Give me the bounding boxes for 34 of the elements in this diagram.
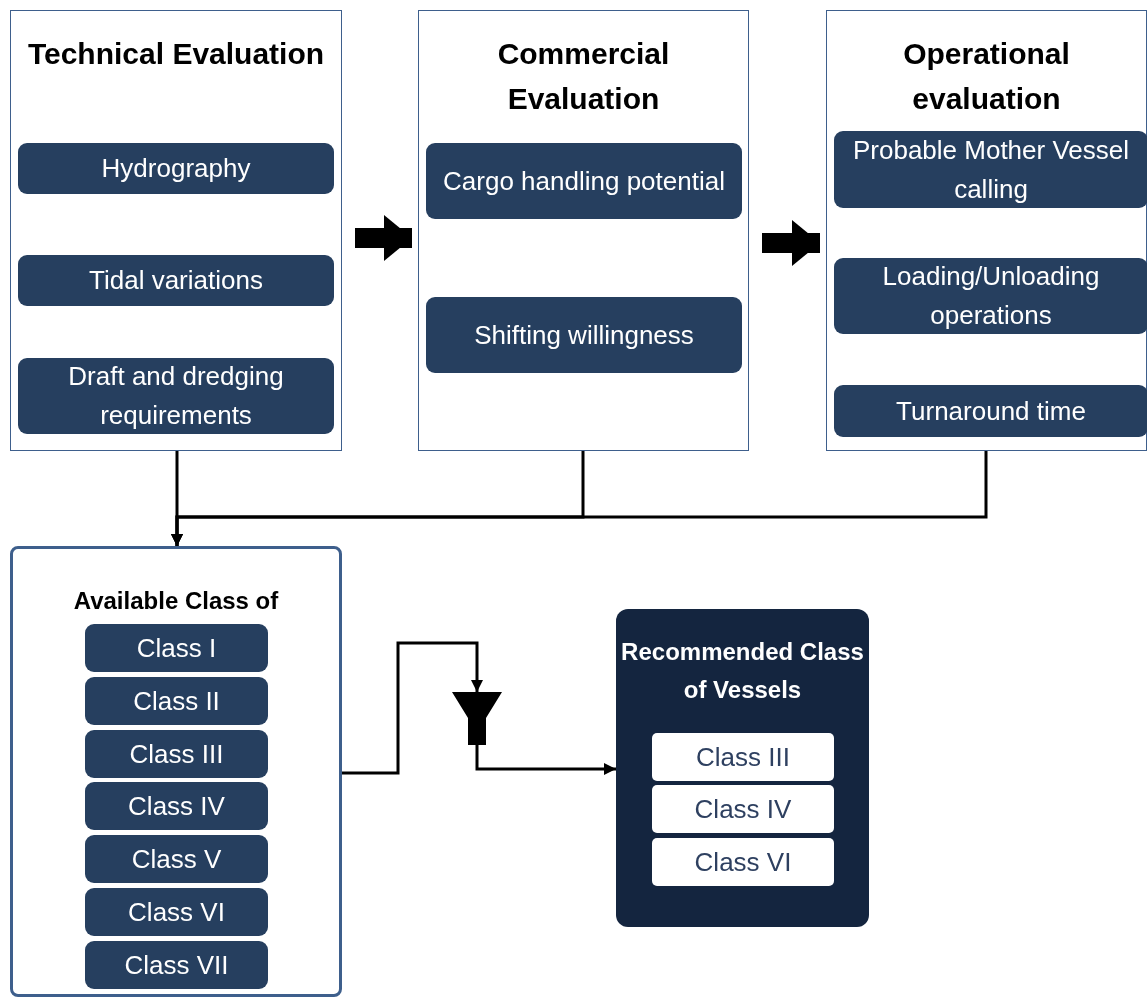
block-arrow <box>355 215 412 261</box>
item-box: Probable Mother Vessel calling <box>834 131 1147 208</box>
item-box: Class V <box>85 835 268 883</box>
item-box: Turnaround time <box>834 385 1147 437</box>
category-panel <box>418 10 749 451</box>
item-box: Class I <box>85 624 268 672</box>
item-box: Class III <box>85 730 268 778</box>
item-box: Cargo handling potential <box>426 143 742 219</box>
item-box: Class IV <box>652 785 834 833</box>
panel-title: Commercial Evaluation <box>496 36 671 117</box>
arrow <box>342 641 483 775</box>
panel-title: Available Class of <box>72 586 280 616</box>
item-box: Class VI <box>85 888 268 936</box>
category-panel <box>10 10 342 451</box>
category-panel <box>826 10 1147 451</box>
panel-title: Recommended Class of Vessels <box>620 637 865 706</box>
item-box: Class III <box>652 733 834 781</box>
item-box: Draft and dredging requirements <box>18 358 334 434</box>
funnel-symbol <box>452 692 502 745</box>
item-box: Class IV <box>85 782 268 830</box>
item-box: Shifting willingness <box>426 297 742 373</box>
arrow <box>475 745 616 775</box>
category-panel <box>10 546 342 997</box>
panel-title: Operational evaluation <box>902 36 1071 117</box>
panel-title: Technical Evaluation <box>26 36 326 72</box>
item-box: Class VII <box>85 941 268 989</box>
item-box: Class II <box>85 677 268 725</box>
item-box: Loading/Unloading operations <box>834 258 1147 334</box>
arrow <box>171 451 988 546</box>
result-panel <box>616 609 869 927</box>
block-arrow <box>762 220 820 266</box>
item-box: Class VI <box>652 838 834 886</box>
item-box: Hydrography <box>18 143 334 194</box>
item-box: Tidal variations <box>18 255 334 306</box>
